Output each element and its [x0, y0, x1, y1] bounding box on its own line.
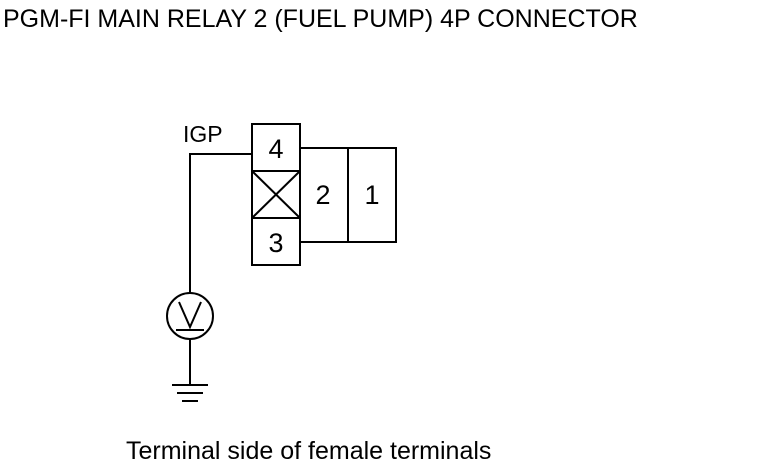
connector: 4 3 2 1 [251, 123, 397, 266]
terminal-3-number: 3 [268, 228, 283, 258]
terminal-2-number: 2 [315, 180, 330, 210]
wire-label-igp: IGP [183, 121, 223, 147]
terminal-4-number: 4 [268, 134, 283, 164]
terminal-3-cell [251, 217, 301, 266]
terminal-1-number: 1 [364, 180, 379, 210]
unused-cavity [251, 170, 301, 219]
wire-igp [189, 153, 252, 293]
voltmeter-icon [166, 292, 214, 340]
diagram-caption: Terminal side of female terminals [126, 437, 491, 465]
ground-icon [172, 384, 208, 402]
terminal-4-cell [251, 123, 301, 172]
diagram-title: PGM-FI MAIN RELAY 2 (FUEL PUMP) 4P CONNE… [3, 5, 638, 33]
